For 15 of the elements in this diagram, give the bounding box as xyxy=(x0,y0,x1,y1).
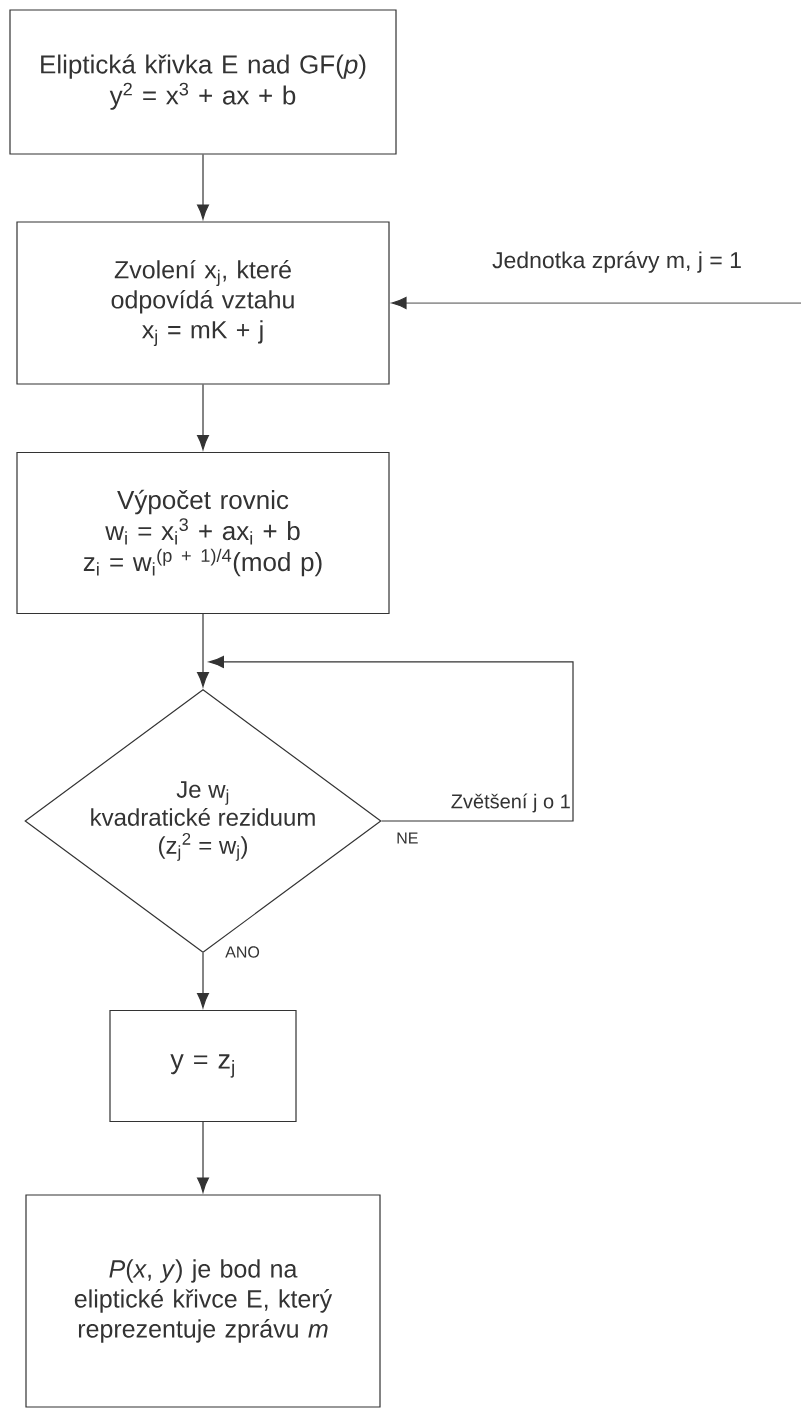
edge-label: Jednotka zprávy m, j = 1 xyxy=(491,250,743,274)
edge-label: Zvětšení j o 1 xyxy=(449,792,572,814)
arrow xyxy=(208,655,574,822)
arrow xyxy=(196,1121,210,1193)
arrow xyxy=(196,384,210,451)
process-box: Eliptická křivka E nad GF(p) y$^{2}$ = x$^{3}$ + ax + b xyxy=(9,9,397,155)
process-box: Výpočet rovnic w$_{i}$ = x$_{i}$$^{3}$ + ax$_{i}$ + b z$_{i}$ = w$_{i}$$^{(p + 1)/4}$(mod p) xyxy=(16,451,390,615)
arrow xyxy=(196,613,210,688)
arrow xyxy=(196,952,210,1009)
process-box: Zvolení x$_{j}$, které odpovídá vztahu x$_{j}$ = mK + j xyxy=(16,221,390,385)
arrow xyxy=(391,296,801,310)
process-box: y = z$_{j}$ xyxy=(109,1009,297,1123)
arrow xyxy=(196,154,210,220)
branch-label: NE xyxy=(397,832,418,844)
process-box: P(x, y) je bod na eliptické křivce E, který reprezentuje zprávu m xyxy=(25,1194,381,1408)
